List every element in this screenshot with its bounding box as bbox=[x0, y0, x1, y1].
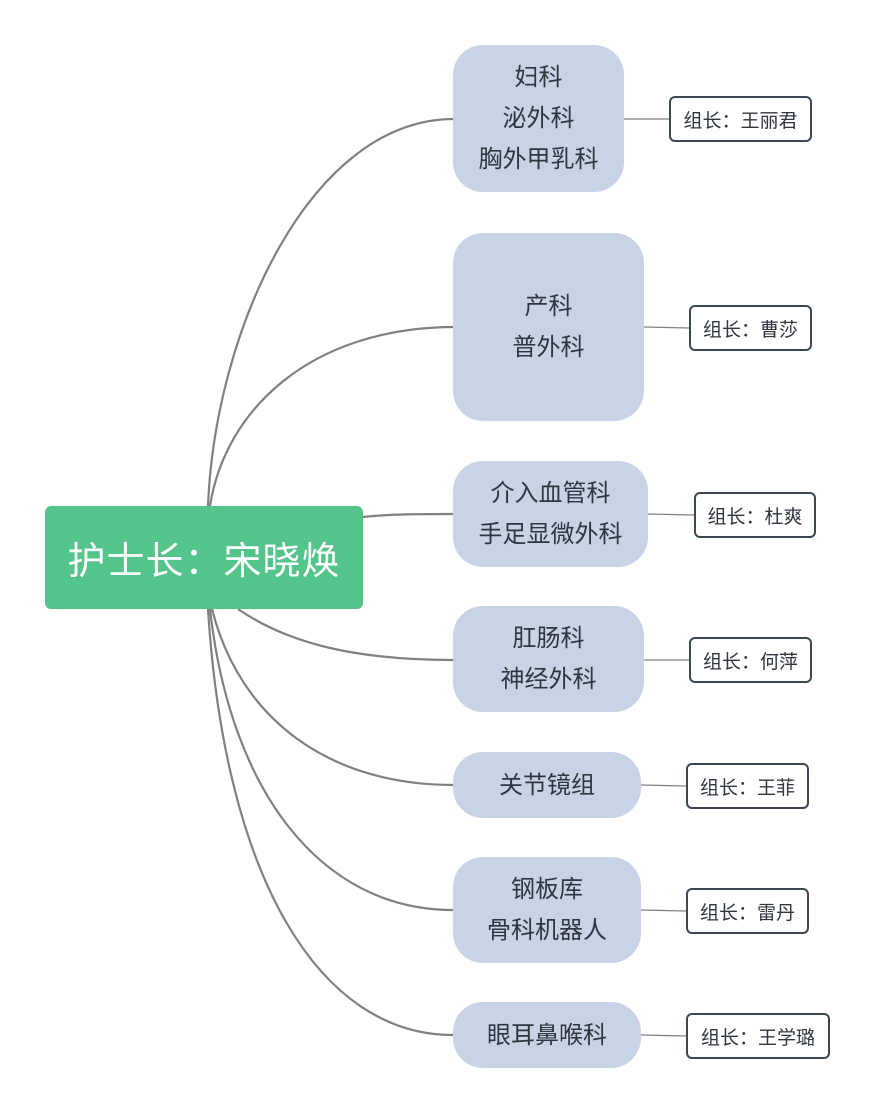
branch-line: 胸外甲乳科 bbox=[478, 145, 599, 173]
leader-label: 组长：雷丹 bbox=[699, 901, 795, 924]
branch-line: 骨科机器人 bbox=[487, 916, 607, 944]
branch-line: 关节镜组 bbox=[499, 770, 595, 799]
leader-label: 组长：王丽君 bbox=[683, 109, 798, 132]
branch-line: 神经外科 bbox=[500, 665, 597, 693]
leader-node-3[interactable]: 组长：何萍 bbox=[689, 637, 812, 683]
root-to-branch-4-connector bbox=[210, 608, 454, 787]
leader-node-6[interactable]: 组长：王学璐 bbox=[686, 1013, 830, 1059]
leader-label: 组长：王菲 bbox=[699, 776, 795, 799]
leader-label: 组长：杜爽 bbox=[707, 505, 803, 528]
branch-node-orthopedic-group[interactable]: 钢板库 骨科机器人 bbox=[453, 857, 641, 963]
branch-line: 介入血管科 bbox=[490, 479, 611, 507]
branch-line: 泌外科 bbox=[502, 104, 575, 132]
leader-node-0[interactable]: 组长：王丽君 bbox=[669, 96, 812, 142]
leader-node-4[interactable]: 组长：王菲 bbox=[686, 763, 809, 809]
branch-1-to-leader-connector bbox=[643, 326, 690, 329]
leader-node-2[interactable]: 组长：杜爽 bbox=[694, 492, 816, 538]
branch-node-gynecology-group[interactable]: 妇科 泌外科 胸外甲乳科 bbox=[453, 45, 624, 192]
branch-4-to-leader-connector bbox=[640, 784, 687, 787]
branch-2-to-leader-connector bbox=[647, 513, 695, 516]
branch-line: 普外科 bbox=[512, 333, 585, 361]
branch-node-arthroscopy-group[interactable]: 关节镜组 bbox=[453, 752, 641, 818]
branch-node-ent-group[interactable]: 眼耳鼻喉科 bbox=[453, 1002, 641, 1068]
branch-node-obstetrics-group[interactable]: 产科 普外科 bbox=[453, 233, 644, 421]
branch-node-vascular-group[interactable]: 介入血管科 手足显微外科 bbox=[453, 461, 648, 567]
leader-label: 组长：何萍 bbox=[702, 650, 798, 673]
root-to-branch-6-connector bbox=[206, 608, 454, 1037]
branch-6-to-leader-connector bbox=[640, 1034, 687, 1037]
leader-node-5[interactable]: 组长：雷丹 bbox=[686, 888, 809, 934]
root-node[interactable]: 护士长：宋晓焕 bbox=[45, 506, 363, 609]
branch-line: 钢板库 bbox=[511, 875, 583, 903]
root-to-branch-1-connector bbox=[208, 325, 454, 507]
root-label: 护士长：宋晓焕 bbox=[67, 539, 341, 583]
root-to-branch-2-connector bbox=[362, 512, 454, 519]
leader-node-1[interactable]: 组长：曹莎 bbox=[689, 305, 812, 351]
root-to-branch-0-connector bbox=[206, 117, 454, 507]
branch-line: 产科 bbox=[524, 292, 573, 320]
branch-line: 手足显微外科 bbox=[478, 520, 623, 548]
branch-line: 眼耳鼻喉科 bbox=[487, 1020, 607, 1049]
leader-label: 组长：曹莎 bbox=[702, 318, 798, 341]
branch-node-anorectal-group[interactable]: 肛肠科 神经外科 bbox=[453, 606, 644, 712]
leader-label: 组长：王学璐 bbox=[700, 1026, 815, 1049]
branch-line: 妇科 bbox=[514, 63, 563, 91]
root-to-branch-5-connector bbox=[208, 608, 454, 912]
branch-5-to-leader-connector bbox=[640, 909, 687, 912]
root-to-branch-3-connector bbox=[237, 608, 454, 662]
branch-line: 肛肠科 bbox=[512, 624, 585, 652]
